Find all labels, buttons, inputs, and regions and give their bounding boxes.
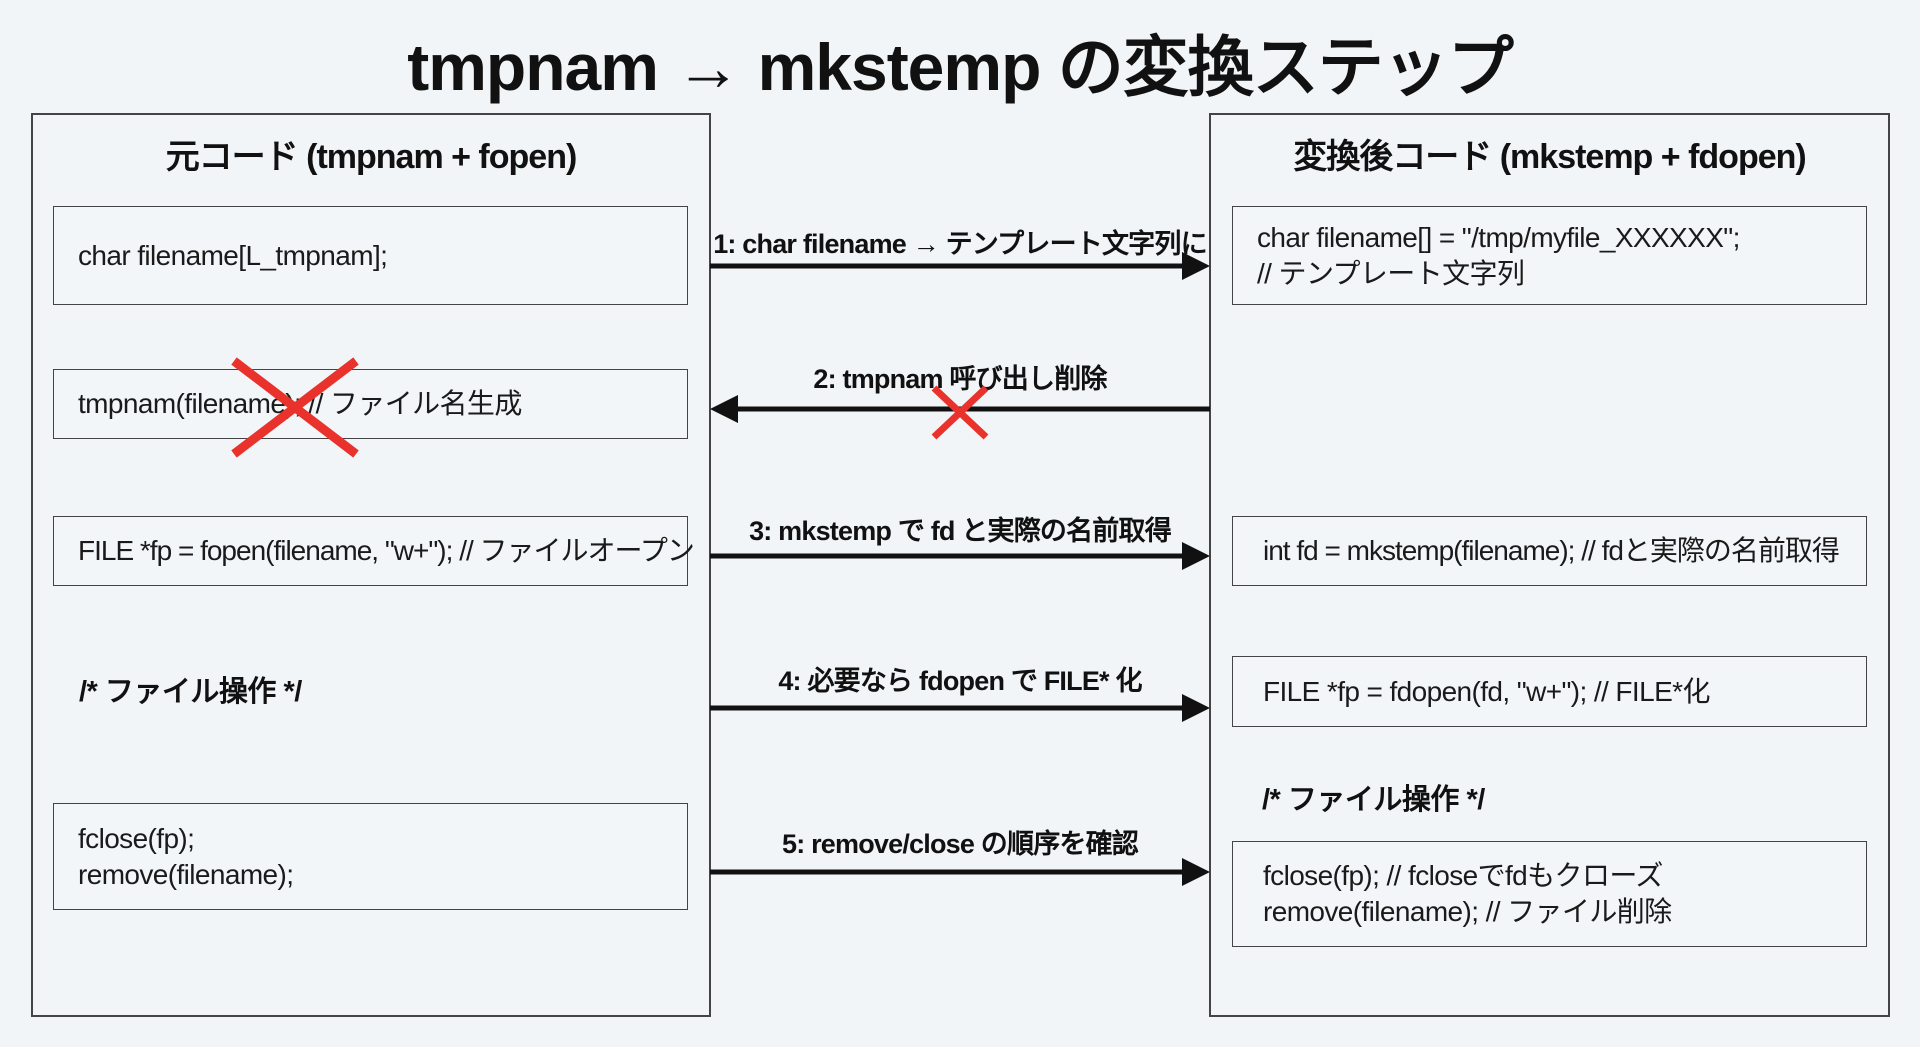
step-3-arrow — [710, 542, 1210, 570]
code-line: fclose(fp); — [78, 822, 195, 854]
code-line: fclose(fp); // fcloseでfdもクローズ — [1263, 860, 1663, 891]
code-line: // テンプレート文字列 — [1257, 257, 1525, 289]
code-line: remove(filename); — [78, 858, 294, 890]
code-box-template: char filename[] = "/tmp/myfile_XXXXXX"; … — [1232, 206, 1867, 305]
cross-out-step-2-icon — [931, 385, 989, 440]
code-line: remove(filename); // ファイル削除 — [1263, 896, 1672, 927]
diagram-title: tmpnam → mkstemp の変換ステップ — [407, 30, 1513, 104]
code-box-char-filename: char filename[L_tmpnam]; — [53, 206, 688, 305]
file-operation-comment-left: /* ファイル操作 */ — [79, 676, 302, 708]
step-4-arrow — [710, 694, 1210, 722]
code-line: int fd = mkstemp(filename); // fdと実際の名前取… — [1263, 535, 1840, 566]
step-4-label: 4: 必要なら fdopen で FILE* 化 — [778, 666, 1142, 696]
step-1-label: 1: char filename → テンプレート文字列に — [713, 229, 1207, 259]
file-operation-comment-right: /* ファイル操作 */ — [1262, 784, 1485, 816]
code-box-fopen: FILE *fp = fopen(filename, "w+"); // ファイ… — [53, 516, 695, 586]
original-code-panel: 元コード (tmpnam + fopen) — [31, 113, 711, 1017]
step-3-label: 3: mkstemp で fd と実際の名前取得 — [749, 516, 1172, 546]
code-line: char filename[L_tmpnam]; — [78, 239, 388, 271]
step-5-label: 5: remove/close の順序を確認 — [781, 829, 1139, 859]
step-2-label: 2: tmpnam 呼び出し削除 — [813, 364, 1107, 394]
code-box-cleanup-converted: fclose(fp); // fcloseでfdもクローズ remove(fil… — [1232, 841, 1867, 947]
code-box-mkstemp: int fd = mkstemp(filename); // fdと実際の名前取… — [1232, 516, 1867, 586]
converted-code-panel: 変換後コード (mkstemp + fdopen) — [1209, 113, 1890, 1017]
converted-code-heading: 変換後コード (mkstemp + fdopen) — [1293, 138, 1806, 176]
code-line: FILE *fp = fopen(filename, "w+"); // ファイ… — [78, 535, 695, 566]
code-box-cleanup-original: fclose(fp); remove(filename); — [53, 803, 688, 910]
step-2-arrow — [710, 395, 1210, 423]
step-1-arrow — [710, 252, 1210, 280]
cross-out-tmpnam-icon — [231, 357, 359, 458]
code-box-fdopen: FILE *fp = fdopen(fd, "w+"); // FILE*化 — [1232, 656, 1867, 727]
step-5-arrow — [710, 858, 1210, 886]
original-code-heading: 元コード (tmpnam + fopen) — [165, 138, 578, 176]
code-line: char filename[] = "/tmp/myfile_XXXXXX"; — [1257, 221, 1740, 253]
code-line: FILE *fp = fdopen(fd, "w+"); // FILE*化 — [1263, 675, 1710, 707]
